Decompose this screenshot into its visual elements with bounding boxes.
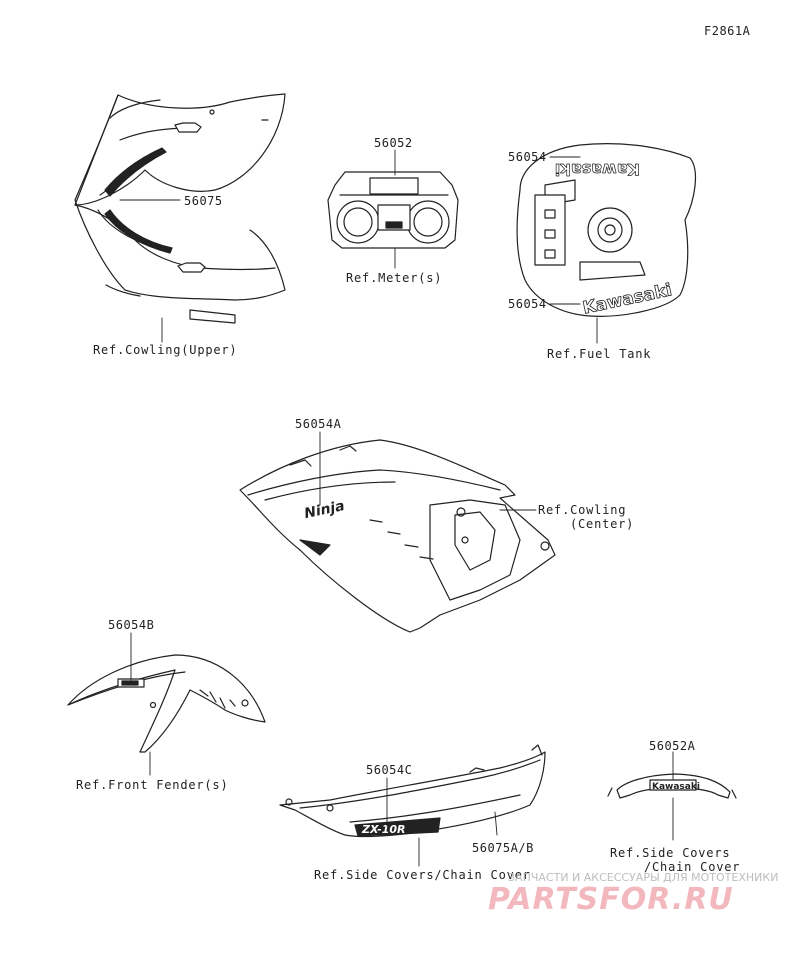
ref-cowling-upper: Ref.Cowling(Upper) (93, 343, 238, 357)
seat-cover-logo: Kawasaki (652, 782, 700, 792)
callout-56075: 56075 (184, 194, 223, 208)
callout-56054-bottom: 56054 (508, 297, 547, 311)
ref-cowling-center-sub: (Center) (570, 517, 635, 531)
callout-56054B: 56054B (108, 618, 155, 632)
watermark-logo: PARTSFOR.RU (488, 882, 734, 917)
tank-logo-top: Kawasaki (555, 160, 640, 179)
meter-drawing (327, 171, 459, 249)
fuel-tank-drawing: Kawasaki Kawasaki (516, 143, 696, 319)
ref-fuel-tank: Ref.Fuel Tank (547, 347, 652, 361)
leader-lines (119, 149, 674, 867)
callout-56075AB: 56075A/B (472, 841, 534, 855)
ref-side-covers-chain: Ref.Side Covers/Chain Cover (314, 868, 531, 882)
ref-meter: Ref.Meter(s) (346, 271, 443, 285)
ref-cowling-center: Ref.Cowling (538, 503, 627, 517)
side-decal: ZX-10R (361, 823, 406, 836)
side-cover-drawing: ZX-10R (279, 744, 546, 838)
front-fender-drawing (67, 654, 266, 753)
callout-56054-top: 56054 (508, 150, 547, 164)
callout-56054C: 56054C (366, 763, 413, 777)
ref-front-fender: Ref.Front Fender(s) (76, 778, 229, 792)
watermark-tagline: ЗАПЧАСТИ И АКСЕССУАРЫ ДЛЯ МОТОТЕХНИКИ (508, 871, 779, 884)
callout-56052A: 56052A (649, 739, 696, 753)
upper-cowling-drawing (74, 93, 286, 324)
seat-cover-drawing: Kawasaki (607, 773, 737, 799)
callout-56054A: 56054A (295, 417, 342, 431)
figure-code: F2861A (704, 24, 751, 38)
ref-side-covers-2-line1: Ref.Side Covers (610, 846, 731, 860)
callout-56052: 56052 (374, 136, 413, 150)
center-cowling-drawing: Ninja (239, 439, 556, 633)
ref-side-covers-2-line2: /Chain Cover (644, 860, 741, 874)
